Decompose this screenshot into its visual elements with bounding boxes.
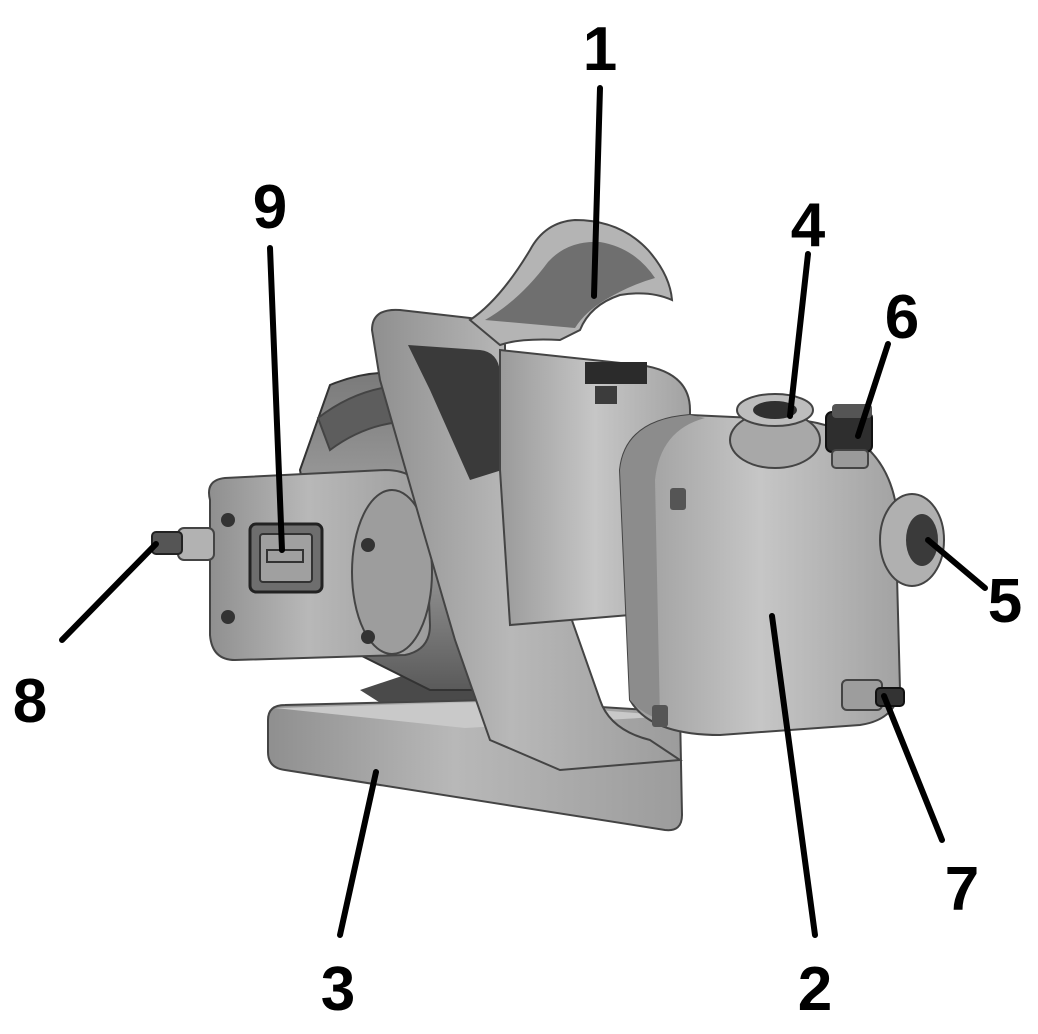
callout-numbers: 1 2 3 4 5 6 7 8 9 <box>13 15 1022 1024</box>
leader-line-2 <box>769 613 818 938</box>
suction-port-opening <box>906 514 938 566</box>
leader-line-9 <box>267 245 285 553</box>
filler-port-opening <box>753 401 797 419</box>
label-sticker <box>595 386 617 404</box>
drive-shaft <box>151 531 183 555</box>
leader-lines <box>59 85 988 938</box>
screw <box>221 513 235 527</box>
callout-9: 9 <box>253 173 287 242</box>
leader-line-7 <box>881 693 945 843</box>
leader-line-4 <box>787 251 811 419</box>
callout-1: 1 <box>583 15 617 84</box>
power-switch-rocker <box>259 533 313 583</box>
carry-handle-grip <box>485 241 655 328</box>
end-cap-round <box>351 489 433 655</box>
callout-8: 8 <box>13 667 47 736</box>
callout-3: 3 <box>321 955 355 1024</box>
callout-4: 4 <box>791 191 826 260</box>
chamber-bolt <box>670 488 686 510</box>
drive-shaft-collar <box>177 527 215 561</box>
callout-5: 5 <box>988 567 1022 636</box>
leader-line-5 <box>925 537 988 591</box>
callout-2: 2 <box>798 955 832 1024</box>
leader-line-3 <box>337 769 379 938</box>
priming-plug-base <box>831 449 869 469</box>
callout-7: 7 <box>945 855 979 924</box>
screw <box>221 610 235 624</box>
pump-illustration <box>151 218 945 832</box>
screw <box>361 538 375 552</box>
leader-line-1 <box>591 85 603 299</box>
pump-chamber-ring <box>620 415 705 720</box>
label-sticker <box>585 362 647 384</box>
handle-opening <box>408 345 502 480</box>
screw <box>361 630 375 644</box>
leader-line-6 <box>855 341 891 439</box>
leader-line-8 <box>59 541 159 643</box>
chamber-bolt <box>652 705 668 727</box>
callout-6: 6 <box>885 283 919 352</box>
